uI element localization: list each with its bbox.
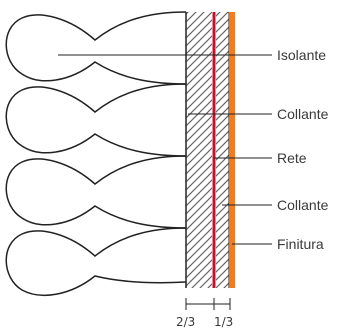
label-mesh: Rete <box>277 150 307 166</box>
insulation-loop-4 <box>5 227 186 296</box>
label-insulation: Isolante <box>277 47 326 63</box>
dimension-marks <box>185 298 231 310</box>
dimension-label-left: 2/3 <box>176 315 195 329</box>
adhesive-layer-2 <box>216 12 229 288</box>
insulation-loop-3 <box>5 155 186 229</box>
dimension-label-right: 1/3 <box>214 315 233 329</box>
label-adhesive-1: Collante <box>277 106 329 122</box>
finish-layer <box>230 12 235 288</box>
insulation-batt <box>5 11 186 296</box>
insulation-loop-2 <box>5 83 186 157</box>
insulation-loop-1 <box>5 11 186 85</box>
leader-lines <box>58 54 272 245</box>
adhesive-layer-1 <box>186 12 212 288</box>
label-finish: Finitura <box>277 236 324 252</box>
label-adhesive-2: Collante <box>277 197 329 213</box>
